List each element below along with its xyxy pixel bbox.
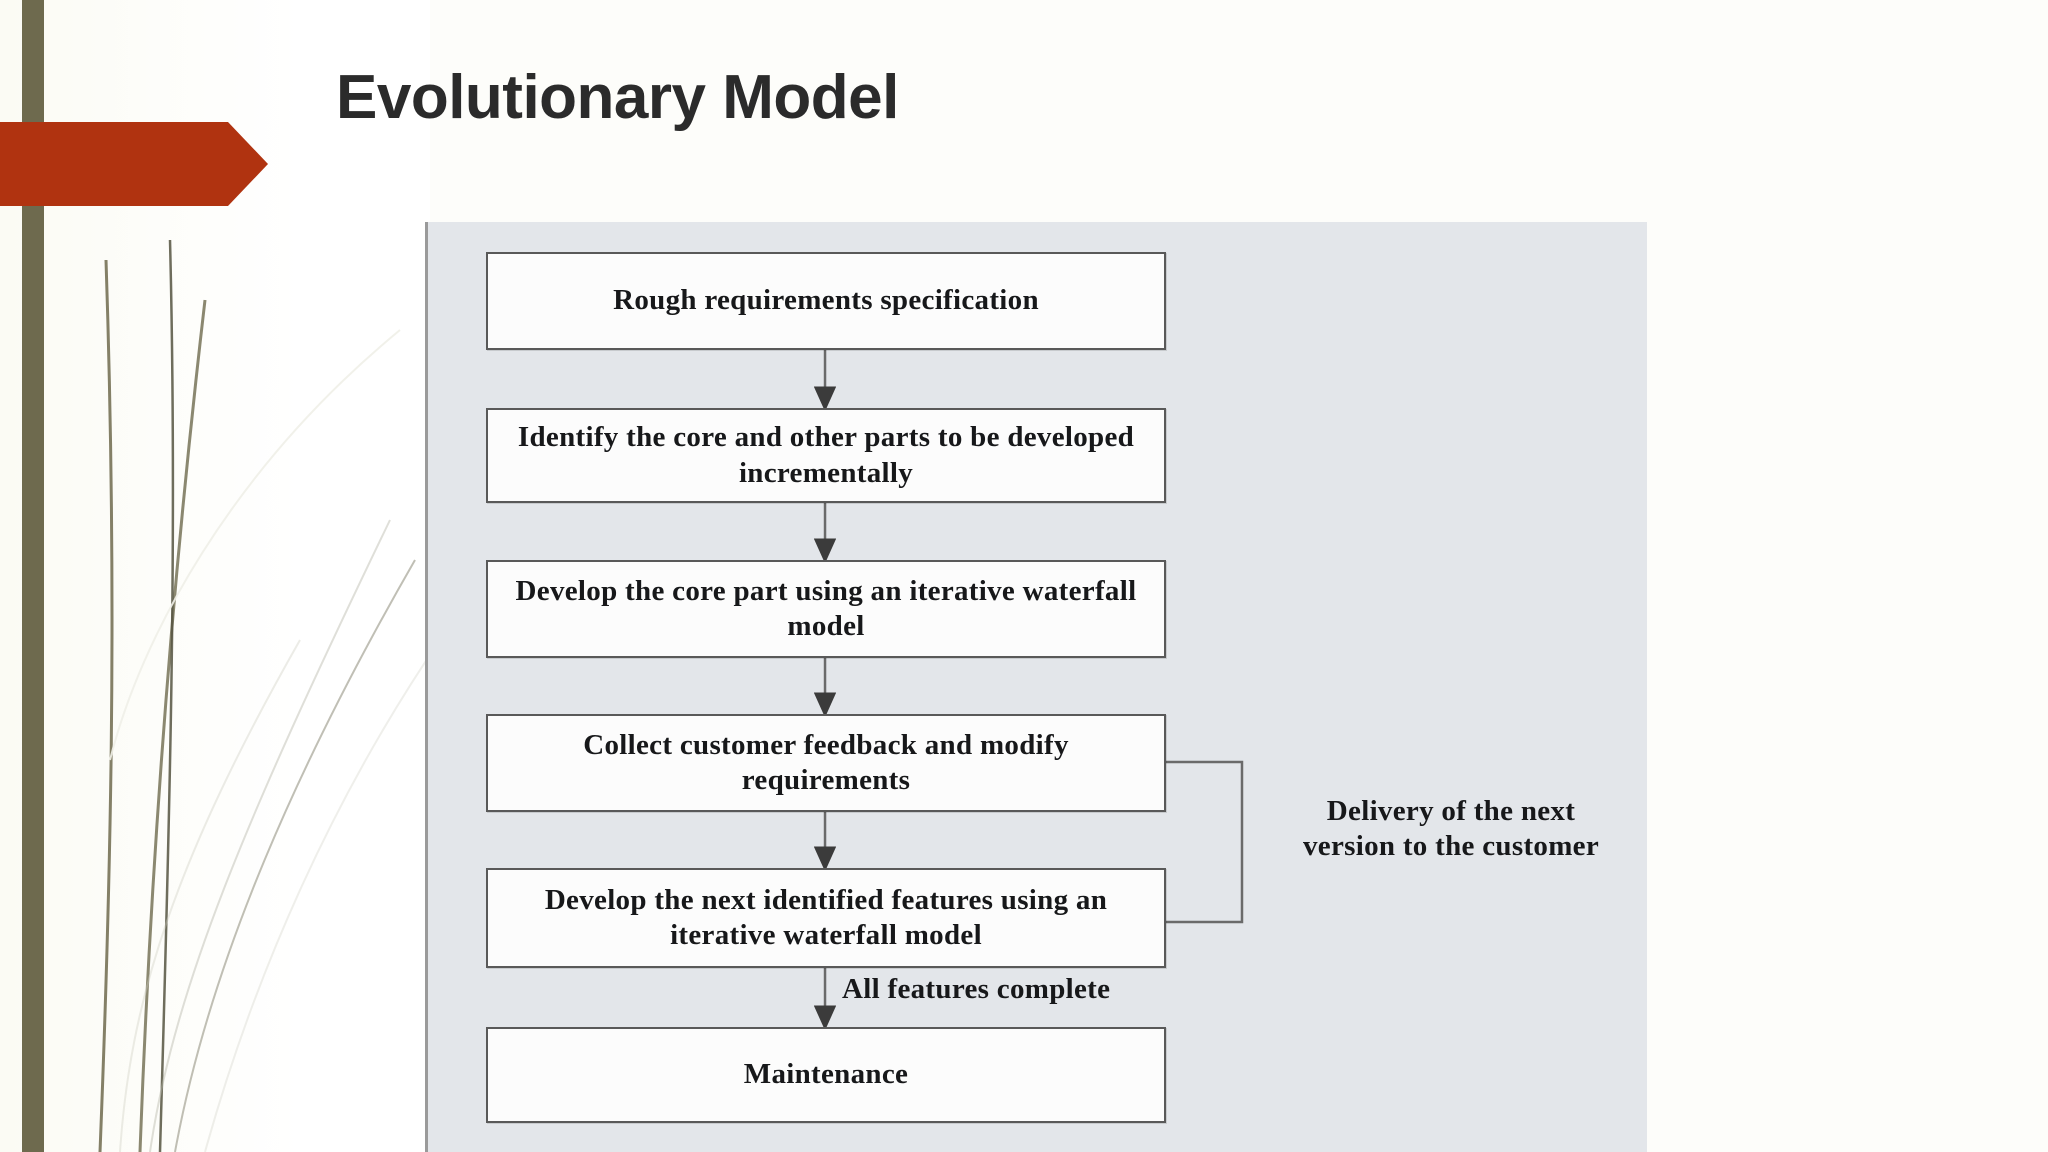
edge-label-delivery: Delivery of the next version to the cust…	[1302, 795, 1600, 862]
flow-node: Develop the next identified features usi…	[486, 868, 1166, 968]
flow-node-label: Develop the next identified features usi…	[544, 883, 1108, 951]
flow-node: Rough requirements specification	[486, 252, 1166, 350]
title-accent-banner	[0, 122, 268, 206]
decorative-grass-illustration	[98, 239, 469, 1152]
page-title: Evolutionary Model	[336, 63, 899, 132]
flowchart-canvas: Rough requirements specification Identif…	[428, 222, 1647, 1152]
flow-node: Develop the core part using an iterative…	[486, 560, 1166, 658]
flow-node: Maintenance	[486, 1027, 1166, 1123]
flow-node-label: Rough requirements specification	[613, 284, 1039, 317]
flow-node-label: Develop the core part using an iterative…	[515, 574, 1137, 642]
flow-node: Collect customer feedback and modify req…	[486, 714, 1166, 812]
flow-node: Identify the core and other parts to be …	[486, 408, 1166, 503]
flowchart-panel: Rough requirements specification Identif…	[425, 222, 1647, 1152]
flowchart-connectors	[813, 350, 1244, 1031]
flow-node-label: Identify the core and other parts to be …	[517, 421, 1135, 489]
edge-label-all-features-complete: All features complete	[842, 973, 1111, 1005]
flow-node-label: Collect customer feedback and modify req…	[583, 728, 1069, 796]
left-accent-bar	[22, 0, 44, 1152]
flow-node-label: Maintenance	[743, 1058, 909, 1091]
